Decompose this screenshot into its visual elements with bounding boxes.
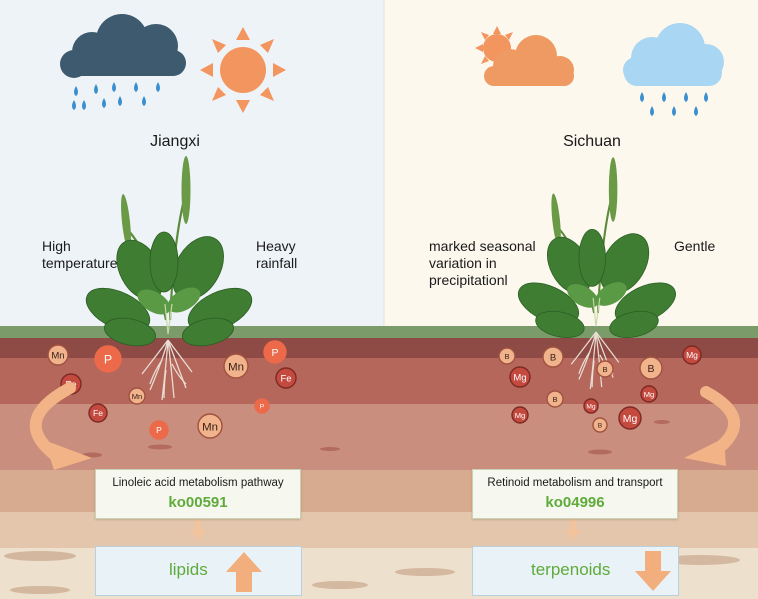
pathway-name: Linoleic acid metabolism pathway [96, 477, 300, 489]
pathway-code: ko04996 [473, 494, 677, 511]
pathway-box-linoleic: Linoleic acid metabolism pathway ko00591 [95, 469, 301, 519]
curved-arrow-icon [684, 392, 734, 466]
climate-label-high-temperature: High temperature [42, 238, 126, 272]
climate-label-seasonal-precipitation: marked seasonal variation in precipitati… [429, 238, 549, 289]
result-box-terpenoids: terpenoids [472, 546, 679, 596]
pathway-box-retinoid: Retinoid metabolism and transport ko0499… [472, 469, 678, 519]
pathway-code: ko00591 [96, 494, 300, 511]
down-arrow-icon [633, 549, 673, 593]
result-box-lipids: lipids [95, 546, 302, 596]
region-title-sichuan: Sichuan [512, 133, 672, 151]
pathway-name: Retinoid metabolism and transport [473, 477, 677, 489]
curved-arrow-icon [36, 388, 92, 470]
up-arrow-icon [224, 550, 264, 594]
climate-label-heavy-rainfall: Heavy rainfall [256, 238, 308, 272]
result-label: lipids [169, 560, 208, 580]
result-label: terpenoids [531, 560, 610, 580]
region-title-jiangxi: Jiangxi [95, 133, 255, 151]
climate-label-gentle: Gentle [674, 238, 715, 255]
